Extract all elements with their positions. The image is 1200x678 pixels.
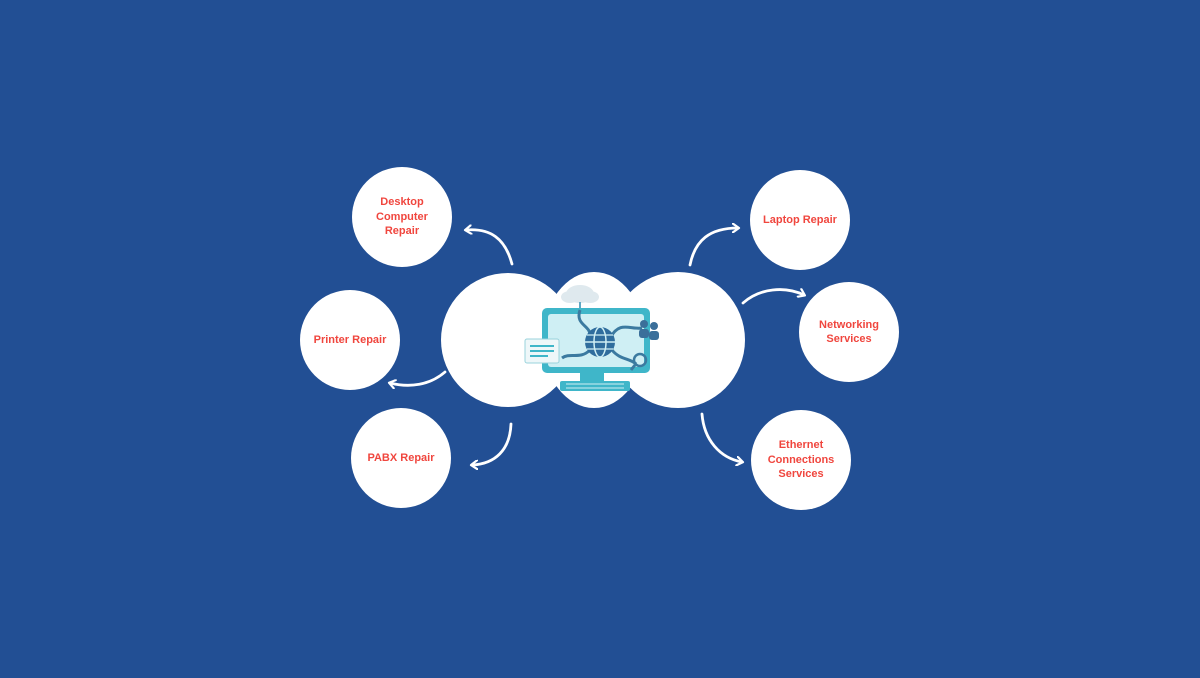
arrow-to-laptop bbox=[688, 228, 738, 267]
node-label: Laptop Repair bbox=[763, 213, 837, 226]
node-desktop-computer-repair: Desktop Computer Repair bbox=[352, 167, 452, 267]
document-icon bbox=[524, 338, 560, 364]
arrow-to-desktop bbox=[466, 230, 514, 266]
arrow-to-ethernet bbox=[700, 412, 742, 462]
computer-network-icon bbox=[524, 285, 659, 391]
arrow-to-printer bbox=[390, 370, 447, 385]
globe-icon bbox=[585, 326, 615, 358]
node-label: PABX Repair bbox=[367, 451, 435, 464]
users-icon bbox=[639, 320, 659, 340]
node-label: Networking Services bbox=[819, 318, 879, 346]
node-label: Ethernet Connections Services bbox=[767, 439, 835, 481]
node-laptop-repair: Laptop Repair bbox=[750, 170, 850, 270]
node-printer-repair: Printer Repair bbox=[300, 290, 400, 390]
cloud-icon bbox=[561, 285, 599, 310]
node-ethernet-connections-services: Ethernet Connections Services bbox=[751, 410, 851, 510]
arrow-to-networking bbox=[741, 290, 804, 305]
magnifier-icon bbox=[629, 352, 648, 371]
node-pabx-repair: PABX Repair bbox=[351, 408, 451, 508]
node-label: Desktop Computer Repair bbox=[376, 196, 428, 238]
arrow-to-pabx bbox=[472, 422, 513, 465]
node-label: Printer Repair bbox=[313, 333, 387, 346]
node-networking-services: Networking Services bbox=[799, 282, 899, 382]
